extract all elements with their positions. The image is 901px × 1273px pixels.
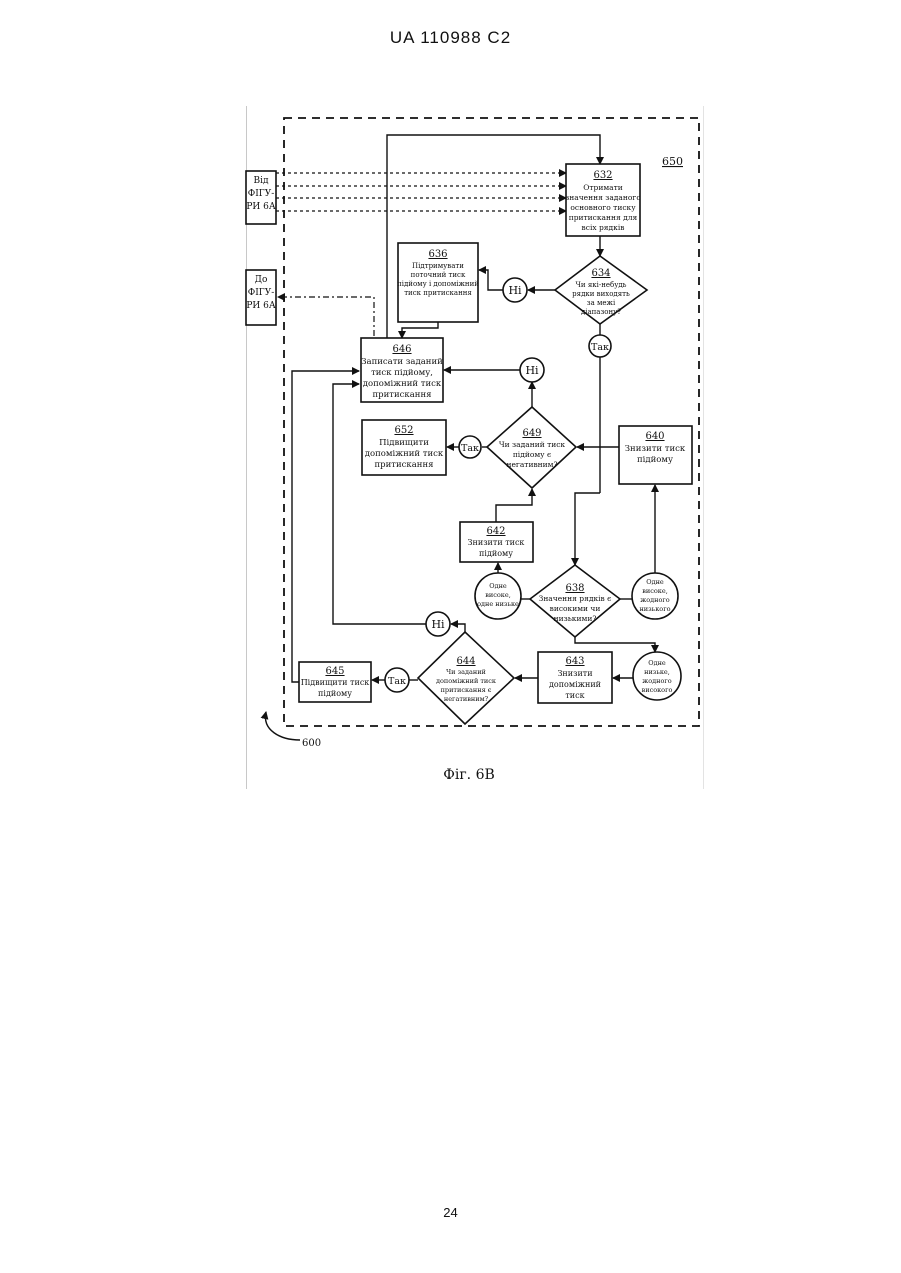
- svg-text:поточний тиск: поточний тиск: [411, 271, 466, 279]
- svg-text:Підвищити: Підвищити: [379, 438, 429, 448]
- arrow-638-bottom: [575, 637, 655, 652]
- arrow-644-no: [451, 624, 465, 632]
- svg-text:високими чи: високими чи: [550, 604, 601, 613]
- output-to-fig-6a-arrow: [278, 297, 374, 336]
- svg-text:підйому: підйому: [318, 689, 352, 698]
- svg-text:640: 640: [645, 431, 664, 442]
- svg-text:тиск притискання: тиск притискання: [404, 289, 472, 297]
- svg-text:одне низьке: одне низьке: [477, 600, 519, 608]
- ref-600: 600: [302, 738, 321, 749]
- svg-text:636: 636: [428, 249, 447, 260]
- svg-text:негативним?: негативним?: [444, 695, 489, 703]
- svg-text:за межі: за межі: [587, 299, 616, 307]
- svg-text:високе,: високе,: [485, 591, 511, 599]
- svg-text:низьке,: низьке,: [644, 668, 670, 676]
- svg-text:Знизити тиск: Знизити тиск: [468, 538, 525, 547]
- svg-text:644: 644: [456, 656, 475, 667]
- svg-text:підйому є: підйому є: [513, 450, 551, 459]
- svg-text:ФІГУ-: ФІГУ-: [248, 189, 275, 199]
- svg-text:жодного: жодного: [640, 596, 670, 604]
- svg-text:допоміжний тиск: допоміжний тиск: [436, 677, 496, 685]
- ref-600-leader: [265, 712, 300, 740]
- svg-text:підйому і допоміжний: підйому і допоміжний: [397, 280, 479, 288]
- svg-text:Отримати: Отримати: [583, 183, 623, 192]
- svg-text:634: 634: [591, 268, 610, 279]
- no-label-634-text: Ні: [508, 284, 522, 297]
- svg-text:Чи заданий тиск: Чи заданий тиск: [499, 440, 566, 449]
- svg-text:643: 643: [565, 656, 584, 667]
- svg-text:638: 638: [565, 583, 584, 594]
- svg-text:Одне: Одне: [646, 578, 664, 586]
- svg-text:підйому: підйому: [479, 549, 513, 558]
- svg-text:високе,: високе,: [642, 587, 668, 595]
- svg-text:негативним?: негативним?: [506, 460, 557, 469]
- svg-text:Підтримувати: Підтримувати: [412, 262, 464, 270]
- ref-650: 650: [662, 155, 683, 168]
- svg-text:РИ 6А: РИ 6А: [246, 202, 275, 212]
- svg-text:Одне: Одне: [648, 659, 666, 667]
- svg-text:Знизити: Знизити: [557, 669, 592, 678]
- svg-text:Одне: Одне: [489, 582, 507, 590]
- figure-caption: Фіг. 6В: [443, 767, 495, 783]
- svg-text:Чи які-небудь: Чи які-небудь: [576, 281, 627, 289]
- yes-label-649-text: Так: [461, 443, 479, 454]
- svg-text:основного тиску: основного тиску: [570, 203, 636, 212]
- arrow-642-to-649: [496, 489, 532, 522]
- svg-text:значення заданого: значення заданого: [565, 193, 641, 202]
- arrow-yes-to-638: [575, 493, 600, 565]
- svg-text:тиск підйому,: тиск підйому,: [371, 368, 433, 378]
- no-label-649-text: Ні: [525, 364, 539, 377]
- svg-text:Записати заданий: Записати заданий: [361, 357, 443, 367]
- svg-text:Чи заданий: Чи заданий: [446, 668, 486, 676]
- svg-text:допоміжний: допоміжний: [549, 680, 601, 689]
- svg-text:рядки виходять: рядки виходять: [572, 290, 630, 298]
- svg-text:До: До: [255, 275, 268, 285]
- svg-text:642: 642: [486, 526, 505, 537]
- svg-text:тиск: тиск: [565, 691, 584, 700]
- svg-text:жодного: жодного: [642, 677, 672, 685]
- svg-text:низького: низького: [639, 605, 670, 613]
- svg-text:підйому: підйому: [637, 455, 673, 465]
- svg-text:Значення рядків є: Значення рядків є: [539, 594, 612, 603]
- svg-text:646: 646: [392, 344, 411, 355]
- svg-text:652: 652: [394, 425, 413, 436]
- yes-label-644-text: Так: [388, 676, 406, 687]
- svg-text:притискання: притискання: [373, 390, 432, 400]
- svg-text:притискання для: притискання для: [569, 213, 638, 222]
- svg-text:допоміжний тиск: допоміжний тиск: [363, 379, 442, 389]
- yes-label-634-text: Так: [591, 342, 609, 353]
- svg-text:649: 649: [522, 428, 541, 439]
- svg-text:Від: Від: [253, 176, 268, 186]
- svg-text:632: 632: [593, 170, 612, 181]
- svg-text:РИ 6А: РИ 6А: [246, 301, 275, 311]
- svg-text:низькими?: низькими?: [554, 614, 597, 623]
- arrow-no-to-636: [479, 270, 503, 290]
- svg-text:ФІГУ-: ФІГУ-: [248, 288, 275, 298]
- svg-text:високого: високого: [642, 686, 673, 694]
- svg-text:допоміжний тиск: допоміжний тиск: [365, 449, 444, 459]
- svg-text:645: 645: [325, 666, 344, 677]
- svg-text:всіх рядків: всіх рядків: [582, 223, 625, 232]
- svg-text:Знизити тиск: Знизити тиск: [625, 444, 686, 454]
- page-number: 24: [0, 1205, 901, 1220]
- svg-text:притискання: притискання: [375, 460, 434, 470]
- no-label-644-text: Ні: [431, 618, 445, 631]
- svg-text:діапазону?: діапазону?: [581, 308, 621, 316]
- arrow-636-to-646: [402, 322, 438, 338]
- svg-text:Підвищити тиск: Підвищити тиск: [301, 678, 370, 687]
- svg-text:притискання є: притискання є: [441, 686, 492, 694]
- arrow-645-to-646: [292, 371, 359, 682]
